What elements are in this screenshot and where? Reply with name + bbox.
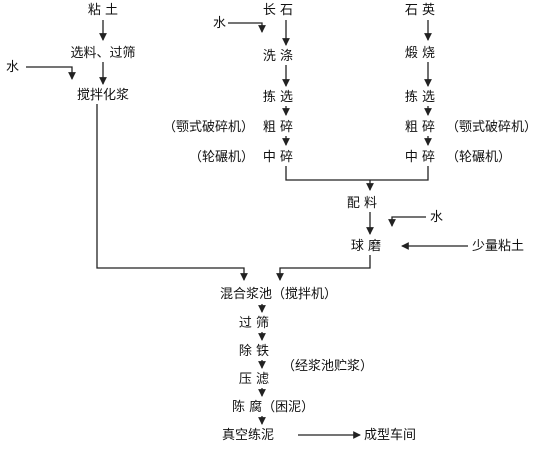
jaw-crusher-label: （颚式破碎机）	[163, 120, 254, 135]
small-clay-label: 少量粘土	[472, 239, 524, 254]
arrow-water-to-clay	[26, 66, 76, 80]
feldspar-pick-step: 拣 选	[263, 90, 293, 105]
wash-step: 洗 涤	[263, 49, 293, 64]
feldspar-water-label: 水	[213, 16, 226, 31]
ball-mill-step: 球 磨	[351, 239, 381, 254]
press-filter-step: 压 滤	[239, 372, 269, 387]
clay-water-label: 水	[6, 60, 19, 75]
line-clay-to-mixing	[96, 104, 248, 281]
arrow-water-to-ballmill	[388, 216, 426, 227]
sieve-step: 过 筛	[239, 316, 269, 331]
quartz-wheel-mill-label: （轮碾机）	[446, 150, 511, 165]
clay-label: 粘 土	[88, 3, 118, 18]
feldspar-medium-crush-step: 中 碎	[263, 150, 293, 165]
line-ballmill-to-mixing	[276, 255, 371, 281]
batching-water-label: 水	[430, 210, 443, 225]
forming-workshop-label: 成型车间	[364, 427, 416, 443]
vacuum-pugging-step: 真空练泥	[222, 428, 274, 443]
calcine-step: 煅 烧	[405, 45, 435, 61]
wheel-mill-label: （轮碾机）	[189, 150, 254, 165]
quartz-label: 石 英	[405, 3, 435, 18]
feldspar-label: 长 石	[263, 3, 293, 18]
quartz-coarse-crush-step: 粗 碎	[405, 120, 435, 135]
arrow-water-to-feldspar	[228, 22, 266, 33]
stir-slurry-step: 搅拌化浆	[77, 87, 129, 103]
quartz-pick-step: 拣 选	[405, 90, 435, 105]
iron-removal-step: 除 铁	[239, 344, 269, 359]
quartz-medium-crush-step: 中 碎	[405, 150, 435, 165]
mixing-pool-step: 混合浆池（搅拌机）	[220, 286, 337, 302]
line-feldspar-to-merge	[285, 166, 429, 181]
slurry-storage-label: （经浆池贮浆）	[282, 359, 373, 374]
feldspar-coarse-crush-step: 粗 碎	[263, 120, 293, 135]
quartz-jaw-crusher-label: （颚式破碎机）	[446, 120, 537, 135]
select-sieve-step: 选料、过筛	[70, 46, 135, 61]
batching-step: 配 料	[347, 196, 377, 211]
aging-step: 陈 腐（困泥）	[232, 399, 314, 415]
